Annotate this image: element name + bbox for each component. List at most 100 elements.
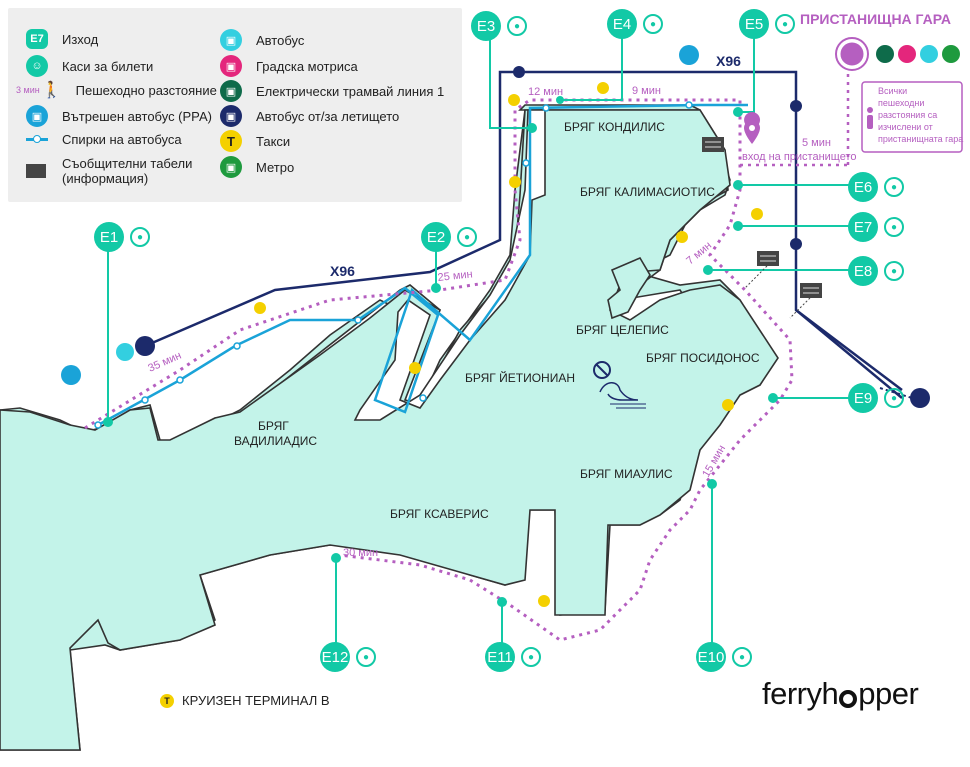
exit-badge-e6: E6●: [848, 172, 904, 202]
exit-id: E7: [848, 212, 878, 242]
exit-id: E3: [471, 11, 501, 41]
legend-item-taxi: Т Такси: [220, 130, 290, 152]
legend-label: Електрически трамвай линия 1: [256, 83, 445, 99]
logo-o-icon: [839, 690, 858, 708]
tram-icon: ▣: [220, 80, 242, 102]
ticket-office-icon: ●: [884, 261, 904, 281]
logo-text-left: ferryh: [762, 676, 839, 711]
walk-time-label: 30 мин: [343, 547, 378, 559]
exit-icon: E7: [26, 29, 48, 49]
bus-stop-icon: [94, 101, 693, 429]
exit-badge-e10: E10 ●: [696, 642, 752, 672]
exit-id: E6: [848, 172, 878, 202]
legend-label: Такси: [256, 133, 291, 149]
legend-item-tickets: ☺ Каси за билети: [26, 55, 153, 77]
quay-label-vadiliadis-2: ВАДИЛИАДИС: [234, 434, 317, 448]
station-note-4: изчислени от: [878, 122, 933, 132]
airport-bus-stop-icon-2: [790, 100, 802, 112]
exit-id: E8: [848, 256, 878, 286]
tram-icon: [876, 45, 894, 63]
exit-badge-e5: E5●: [739, 9, 795, 39]
bus-line-label: X96: [330, 263, 355, 279]
taxi-icon: Т: [220, 130, 242, 152]
quay-label-vadiliadis-1: БРЯГ: [258, 419, 289, 433]
walk-time-badge: 3 мин: [16, 85, 40, 95]
suburban-icon: [898, 45, 916, 63]
inner-bus-icon: [61, 365, 81, 385]
ticket-office-icon: ●: [884, 217, 904, 237]
station-note-5: пристанищната гара: [878, 134, 963, 144]
walk-figure-icon: [867, 107, 873, 129]
exit-badge-e1: E1●: [94, 222, 150, 252]
quay-label: БРЯГ ПОСИДОНОС: [646, 351, 760, 365]
exit-badge-e4: E4●: [607, 9, 663, 39]
exit-id: E12: [320, 642, 350, 672]
exit-badge-e11: E11●: [485, 642, 541, 672]
ticket-office-icon: ●: [457, 227, 477, 247]
station-title: ПРИСТАНИЩНА ГАРА: [800, 11, 951, 27]
legend-item-tram: ▣ Електрически трамвай линия 1: [220, 80, 444, 102]
ticket-office-icon: ●: [356, 647, 376, 667]
station-note-1: Всички: [878, 86, 907, 96]
quay-label: БРЯГ МИАУЛИС: [580, 467, 673, 481]
ticket-office-icon: ●: [521, 647, 541, 667]
bus-stop-line-icon: [26, 135, 48, 143]
exit-id: E2: [421, 222, 451, 252]
legend-item-inner-bus: ▣ Вътрешен автобус (РРА): [26, 105, 212, 127]
exit-id: E5: [739, 9, 769, 39]
ticket-office-icon: ●: [884, 388, 904, 408]
legend-item-bus: ▣ Автобус: [220, 29, 304, 51]
cruise-terminal-label: Т КРУИЗЕН ТЕРМИНАЛ В: [160, 693, 330, 708]
exit-badge-e7: E7 ●: [848, 212, 904, 242]
quay-label: БРЯГ КАЛИМАСИОТИС: [580, 185, 715, 199]
airport-bus-icon: [135, 336, 155, 356]
terminal-marker-icon: Т: [160, 693, 174, 708]
airport-bus-stop-icon: [513, 66, 525, 78]
bus-line-label-2: X96: [716, 53, 741, 69]
ticket-office-icon: ●: [130, 227, 150, 247]
station-note-2: пешеходни: [878, 98, 924, 108]
ticket-office-icon: ☺: [26, 55, 48, 77]
bus-icon: [920, 45, 938, 63]
station-note-box: [861, 81, 963, 153]
walking-person-icon: 🚶: [41, 82, 62, 99]
exit-badge-e3: E3 ●: [471, 11, 527, 41]
airport-bus-icon: ▣: [220, 105, 242, 127]
airport-bus-branch: [795, 309, 903, 399]
exit-id: E10: [696, 642, 726, 672]
quay-main: [0, 109, 779, 751]
quay-label: БРЯГ ЦЕЛЕПИС: [576, 323, 669, 337]
legend-item-airport-bus: ▣ Автобус от/за летището: [220, 105, 399, 127]
legend-item-exit: E7 Изход: [26, 29, 98, 49]
info-board-icon: [26, 164, 46, 178]
inner-bus-route: [97, 103, 748, 427]
quay-label: БРЯГ КОНДИЛИС: [564, 120, 665, 134]
inner-bus-icon: ▣: [26, 105, 48, 127]
legend-label: Автобус: [256, 32, 305, 48]
ticket-office-icon: ●: [507, 16, 527, 36]
ticket-office-icon: ●: [732, 647, 752, 667]
legend-label: Автобус от/за летището: [256, 108, 400, 124]
exit-badge-e8: E8 ●: [848, 256, 904, 286]
exit-badge-e2: E2 ●: [421, 222, 477, 252]
exit-badge-e12: E12 ●: [320, 642, 376, 672]
no-seal-icon: [593, 361, 646, 409]
info-board-icon: [702, 137, 822, 298]
legend-item-suburban: ▣ Градска мотриса: [220, 55, 358, 77]
legend-label: Изход: [62, 31, 99, 47]
legend-label: Метро: [256, 159, 295, 175]
bus-icon-2: [116, 343, 134, 361]
walk-time-label: 12 мин: [528, 86, 563, 98]
metro-icon: ▣: [220, 156, 242, 178]
legend-item-walk: 3 мин 🚶 Пешеходно разстояние: [16, 80, 217, 100]
legend-label: Градска мотриса: [256, 58, 358, 74]
taxi-icon: [254, 82, 763, 607]
ticket-office-icon: ●: [643, 14, 663, 34]
legend-label: Вътрешен автобус (РРА): [62, 108, 212, 124]
legend-item-bus-stops: Спирки на автобуса: [26, 132, 182, 147]
suburban-train-icon: ▣: [220, 55, 242, 77]
legend-label: Съобщителни табели (информация): [62, 156, 193, 186]
